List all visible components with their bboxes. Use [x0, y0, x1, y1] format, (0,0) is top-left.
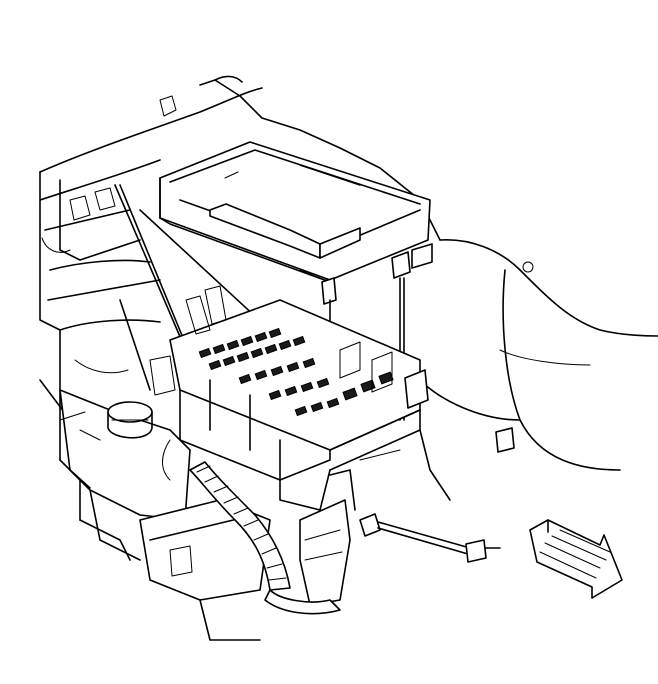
fuse-block-cover: [159, 141, 433, 305]
lower-components: [79, 489, 271, 641]
connector-wire: [359, 427, 515, 563]
fuse-block: [149, 285, 429, 511]
wiring-harness: [189, 461, 356, 615]
misc-lines: [59, 299, 451, 501]
arrow-icon: [529, 519, 623, 599]
fuse-grid: [198, 327, 394, 417]
coolant-reservoir: [59, 389, 191, 521]
